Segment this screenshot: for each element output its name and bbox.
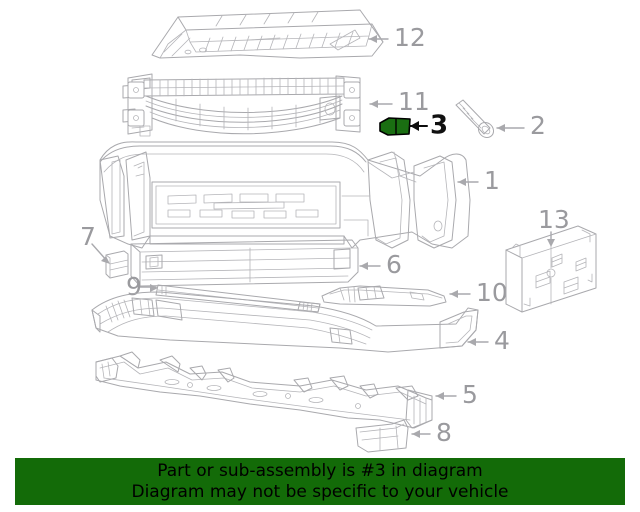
part-5-impact-absorber	[95, 351, 433, 429]
callout-3-leader	[409, 121, 428, 131]
part-1-bumper-cover	[99, 141, 471, 249]
part-4-lower-valance	[91, 291, 479, 353]
callout-10-leader	[449, 290, 471, 298]
callout-7-label: 7	[80, 222, 96, 251]
callout-5-leader	[435, 392, 457, 400]
callout-3-label: 3	[430, 111, 448, 141]
callout-9-label: 9	[126, 272, 142, 301]
callout-6-leader	[359, 262, 381, 270]
callout-2-label: 2	[530, 111, 546, 140]
callout-6-label: 6	[386, 250, 402, 279]
notice-line-2: Diagram may not be specific to your vehi…	[131, 481, 509, 502]
callout-4-label: 4	[494, 326, 510, 355]
callout-11-leader	[369, 100, 393, 108]
callout-7-leader	[91, 243, 110, 264]
part-11-bumper-reinforcement	[122, 73, 361, 137]
part-13-license-plate-bracket	[505, 225, 597, 313]
callout-10-label: 10	[476, 278, 508, 307]
part-6-lower-grille	[130, 239, 359, 287]
part-3-bracket-highlighted	[379, 117, 411, 136]
part-12-upper-grille-panel	[151, 9, 384, 59]
notice-banner: Part or sub-assembly is #3 in diagram Di…	[15, 458, 625, 505]
callout-5-label: 5	[462, 380, 478, 409]
part-10-air-deflector	[321, 285, 447, 307]
callout-13-leader	[547, 231, 555, 247]
part-2-screw	[455, 99, 495, 139]
callout-12-label: 12	[394, 23, 426, 52]
callout-9-leader	[139, 284, 158, 292]
callout-8-label: 8	[436, 418, 452, 447]
callout-8-leader	[411, 430, 431, 438]
callout-13-label: 13	[538, 205, 570, 234]
notice-line-1: Part or sub-assembly is #3 in diagram	[157, 460, 483, 481]
part-8-tow-eye-cover	[355, 419, 409, 453]
callout-4-leader	[467, 338, 489, 346]
callout-12-leader	[368, 35, 389, 43]
callout-11-label: 11	[398, 87, 430, 116]
callout-1-leader	[457, 178, 479, 186]
callout-2-leader	[496, 124, 525, 132]
part-7-clip	[105, 250, 129, 279]
callout-1-label: 1	[484, 166, 500, 195]
